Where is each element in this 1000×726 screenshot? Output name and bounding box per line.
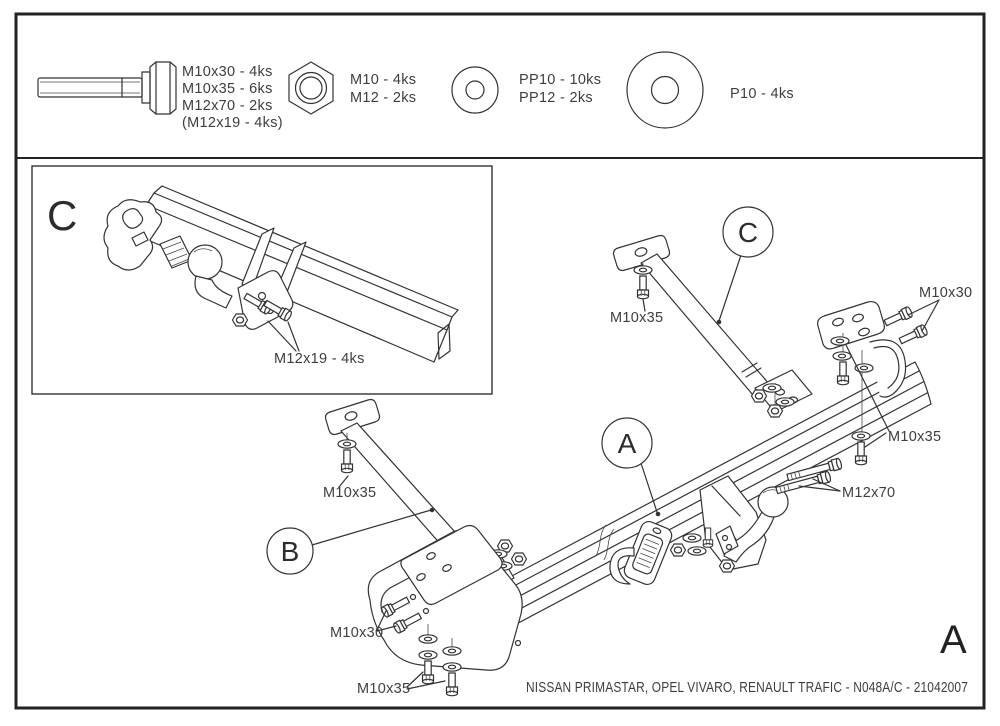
bolt-m10x35 [340,449,354,474]
crossbar-tube [458,361,932,647]
leader-line [921,299,940,332]
right-strut [612,234,813,413]
legend-washer-icon [451,66,499,114]
washer [832,351,852,361]
washer [633,265,653,275]
bumper-front-plate [400,524,503,606]
leader-line [406,671,424,688]
part-label-right-lower: M10x35 [888,429,941,445]
right-hook-bracket [869,339,907,398]
leader-line [798,485,841,492]
washer [851,431,871,441]
inset-leader-1 [267,320,297,352]
leader-line [845,344,890,432]
legend-bolt-label-2: M10x35 - 6ks [182,81,273,97]
leader-line [812,478,841,492]
inset-leader-2 [287,321,300,352]
fastener-cluster-right [750,383,795,418]
legend-big-washer-label: P10 - 4ks [730,86,794,102]
bottom-fastener-stacks [418,624,462,697]
bolt-m10x35 [836,361,850,386]
inset-part-label: M12x19 - 4ks [274,351,365,367]
bolt-m10x35 [636,275,650,300]
callout-a: A [601,417,661,517]
inset-hatched-pad [159,235,193,269]
legend-nut-labels: M10 - 4ks M12 - 2ks [350,72,416,106]
legend-bolt-labels: M10x30 - 4ks M10x35 - 6ks M12x70 - 2ks (… [182,64,283,131]
inset-socket-bracket [103,199,163,271]
inset-letter: C [47,192,77,239]
sheet-border [14,12,986,710]
legend-big-washer-icon [626,51,704,129]
legend-bolt-icon [37,61,177,115]
leader-line [376,625,397,632]
legend-washer-labels: PP10 - 10ks PP12 - 2ks [519,72,601,106]
part-label-bottom: M10x35 [357,681,410,697]
callout-b-letter: B [281,536,300,567]
callout-c-letter: C [738,217,758,248]
socket-fastener-cluster [669,525,739,557]
legend-bolt-label-4: (M12x19 - 4ks) [182,115,283,131]
washer [830,336,850,346]
leader-line [376,610,387,631]
bolt-m10x35 [854,441,868,466]
leader-line [338,475,349,488]
part-label-strut-right: M10x35 [610,310,663,326]
part-label-bottom-left: M10x30 [330,625,383,641]
legend-nut-label-1: M10 - 4ks [350,72,416,88]
callout-c: C [716,206,774,325]
legend-bolt-label-3: M12x70 - 2ks [182,98,273,114]
top-right-mounting-plate [817,300,885,350]
legend-bolt-label-1: M10x30 - 4ks [182,64,273,80]
leader-line [406,680,446,690]
part-label-top-right: M10x30 [919,285,972,301]
socket-plate [609,521,673,585]
legend-washer-label-2: PP12 - 2ks [519,90,593,106]
bolt-m10x30 [882,305,914,329]
inset-tow-ball [187,244,233,309]
part-label-long-bolts: M12x70 [842,485,895,501]
callout-a-letter: A [618,428,637,459]
inset-border [31,165,493,395]
part-label-strut-left: M10x35 [323,485,376,501]
legend-washer-label-1: PP10 - 10ks [519,72,601,88]
washer [337,439,357,449]
tow-ball [718,486,789,573]
legend-nut-icon [288,61,334,115]
leader-line [864,432,887,448]
leader-line [642,298,646,312]
socket-arm [609,547,635,585]
leader-line [907,299,940,316]
inset-detail-c: C [31,165,493,395]
footer-title: NISSAN PRIMASTAR, OPEL VIVARO, RENAULT T… [526,679,968,696]
sheet-letter: A [940,618,967,662]
callout-b: B [266,507,435,575]
legend-nut-label-2: M12 - 2ks [350,90,416,106]
